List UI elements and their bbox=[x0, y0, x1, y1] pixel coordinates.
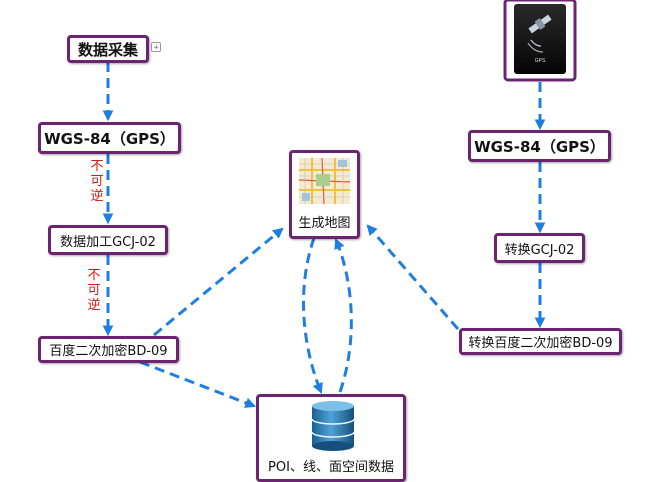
map-label: 生成地图 bbox=[298, 216, 351, 231]
database-node[interactable]: POI、线、面空间数据 bbox=[256, 394, 406, 482]
wgs84-right-node[interactable]: WGS-84（GPS） bbox=[468, 130, 611, 162]
arrow-map-to-db bbox=[302, 237, 323, 394]
wgs84-left-node[interactable]: WGS-84（GPS） bbox=[38, 122, 181, 154]
gcj02-convert-label: 转换GCJ-02 bbox=[504, 242, 575, 258]
irreversible-label-2: 不 可 逆 bbox=[86, 268, 102, 313]
irreversible-2-char-1: 不 bbox=[87, 268, 101, 283]
bd09-left-label: 百度二次加密BD-09 bbox=[49, 344, 168, 359]
city-map-icon bbox=[298, 157, 351, 205]
collect-node[interactable]: 数据采集 bbox=[67, 35, 149, 63]
database-cylinder-icon bbox=[311, 401, 355, 451]
plus-square-icon[interactable] bbox=[151, 42, 161, 52]
bd09-right-label: 转换百度二次加密BD-09 bbox=[468, 336, 613, 351]
arrow-bd-right-to-map bbox=[366, 224, 460, 330]
irreversible-2-char-2: 可 bbox=[87, 283, 101, 298]
gps-caption: GPS bbox=[535, 58, 546, 64]
satellite-icon bbox=[503, 0, 577, 82]
gcj02-convert-node[interactable]: 转换GCJ-02 bbox=[494, 233, 585, 263]
arrow-bd-to-db bbox=[139, 360, 257, 408]
database-label: POI、线、面空间数据 bbox=[268, 460, 394, 475]
gcj02-process-node[interactable]: 数据加工GCJ-02 bbox=[48, 225, 168, 255]
map-node[interactable]: 生成地图 bbox=[289, 150, 360, 239]
irreversible-label-1: 不 可 逆 bbox=[89, 159, 105, 204]
irreversible-1-char-1: 不 bbox=[90, 159, 104, 174]
bd09-left-node[interactable]: 百度二次加密BD-09 bbox=[38, 336, 179, 363]
bd09-right-node[interactable]: 转换百度二次加密BD-09 bbox=[459, 328, 622, 355]
collect-label: 数据采集 bbox=[77, 40, 138, 59]
wgs84-left-label: WGS-84（GPS） bbox=[44, 129, 175, 148]
irreversible-1-char-3: 逆 bbox=[90, 189, 104, 204]
wgs84-right-label: WGS-84（GPS） bbox=[474, 137, 605, 156]
irreversible-2-char-3: 逆 bbox=[87, 298, 101, 313]
arrow-db-to-map bbox=[334, 238, 353, 393]
irreversible-1-char-2: 可 bbox=[90, 174, 104, 189]
gcj02-process-label: 数据加工GCJ-02 bbox=[60, 234, 156, 250]
arrow-bd-to-map bbox=[153, 227, 284, 337]
